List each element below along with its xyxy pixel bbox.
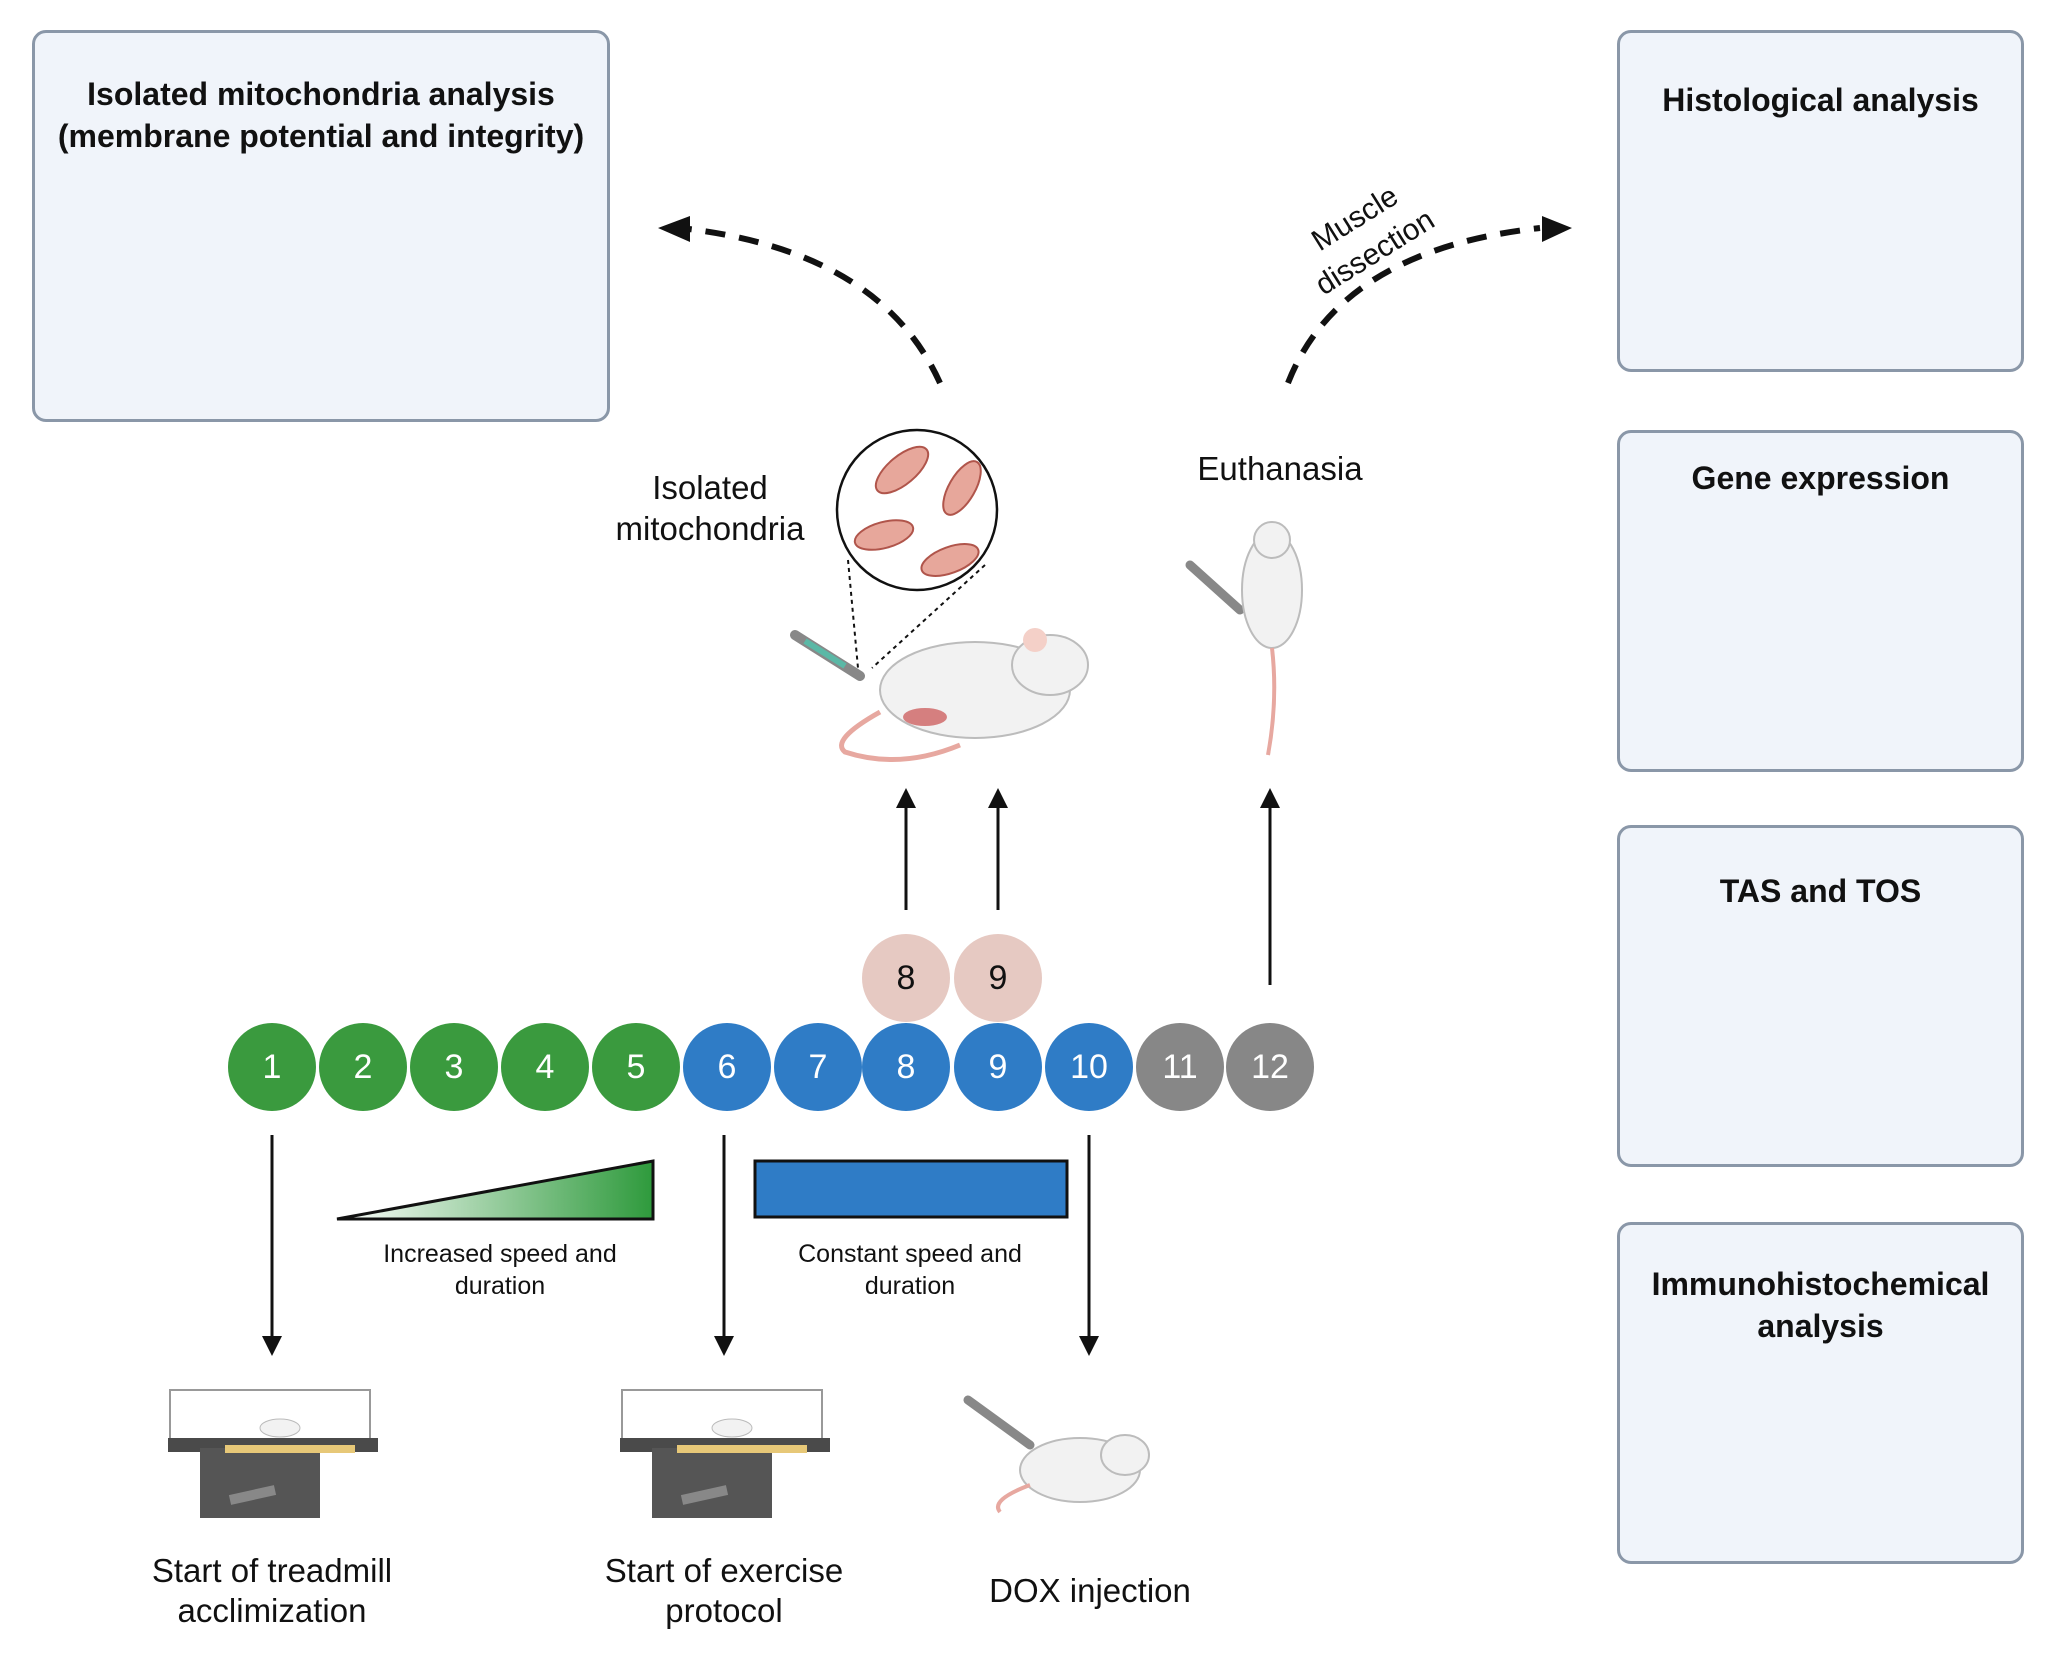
treadmill-label-line2: acclimization: [177, 1592, 367, 1629]
day-3: 3: [410, 1023, 498, 1111]
day-5: 5: [592, 1023, 680, 1111]
ihc-panel: Immunohistochemical analysis: [1617, 1222, 2024, 1564]
dox-label: DOX injection: [989, 1572, 1191, 1609]
treadmill-label-line1: Start of treadmill: [151, 1552, 393, 1589]
dox-mouse-illustration: [963, 1395, 1150, 1514]
constant-speed-label-line1: Constant speed and: [798, 1240, 1022, 1268]
ihc-title-line2: analysis: [1757, 1308, 1884, 1344]
constant-speed-label-line2: duration: [864, 1272, 956, 1300]
euthanasia-label: Euthanasia: [1197, 450, 1363, 487]
constant-bar: [753, 1159, 1069, 1219]
mito-analysis-title-line2: (membrane potential and integrity): [57, 118, 585, 154]
tas-tos-title: TAS and TOS: [1719, 873, 1922, 909]
treadmill-illustration-1: [168, 1389, 378, 1518]
day-7: 7: [774, 1023, 862, 1111]
histological-title: Histological analysis: [1662, 82, 1979, 118]
increased-speed-label-line1: Increased speed and: [383, 1240, 617, 1268]
dashed-arrow-right: [1285, 225, 1541, 385]
day-11: 11: [1136, 1023, 1224, 1111]
dashed-arrow-left: [679, 225, 943, 385]
treadmill-illustration-2: [620, 1389, 830, 1518]
exercise-label-line1: Start of exercise: [604, 1552, 844, 1589]
gene-expression-title: Gene expression: [1691, 460, 1950, 496]
exercise-label-line2: protocol: [665, 1592, 783, 1629]
day-12: 12: [1226, 1023, 1314, 1111]
day-2: 2: [319, 1023, 407, 1111]
day-1: 1: [228, 1023, 316, 1111]
isolated-mito-label-line2: mitochondria: [615, 510, 805, 547]
day-8: 8: [862, 1023, 950, 1111]
gene-expression-panel: Gene expression: [1617, 430, 2024, 772]
mitochondria-magnifier: [835, 428, 999, 669]
day-4: 4: [501, 1023, 589, 1111]
euthanasia-mouse-illustration: [1185, 521, 1303, 756]
isolated-mito-label-line1: Isolated: [652, 469, 768, 506]
extra-day-9: 9: [954, 934, 1042, 1022]
histological-panel: Histological analysis: [1617, 30, 2024, 372]
tas-tos-panel: TAS and TOS: [1617, 825, 2024, 1167]
extra-day-8: 8: [862, 934, 950, 1022]
day-9: 9: [954, 1023, 1042, 1111]
day-10: 10: [1045, 1023, 1133, 1111]
increased-speed-label-line2: duration: [454, 1272, 546, 1300]
mito-analysis-title-line1: Isolated mitochondria analysis: [87, 76, 555, 112]
ihc-title-line1: Immunohistochemical: [1651, 1266, 1990, 1302]
injected-mouse-illustration: [790, 628, 1089, 762]
timeline-arrows: [262, 788, 1280, 1356]
increasing-ramp: [336, 1159, 655, 1221]
day-6: 6: [683, 1023, 771, 1111]
mito-analysis-panel: Isolated mitochondria analysis (membrane…: [32, 30, 610, 422]
